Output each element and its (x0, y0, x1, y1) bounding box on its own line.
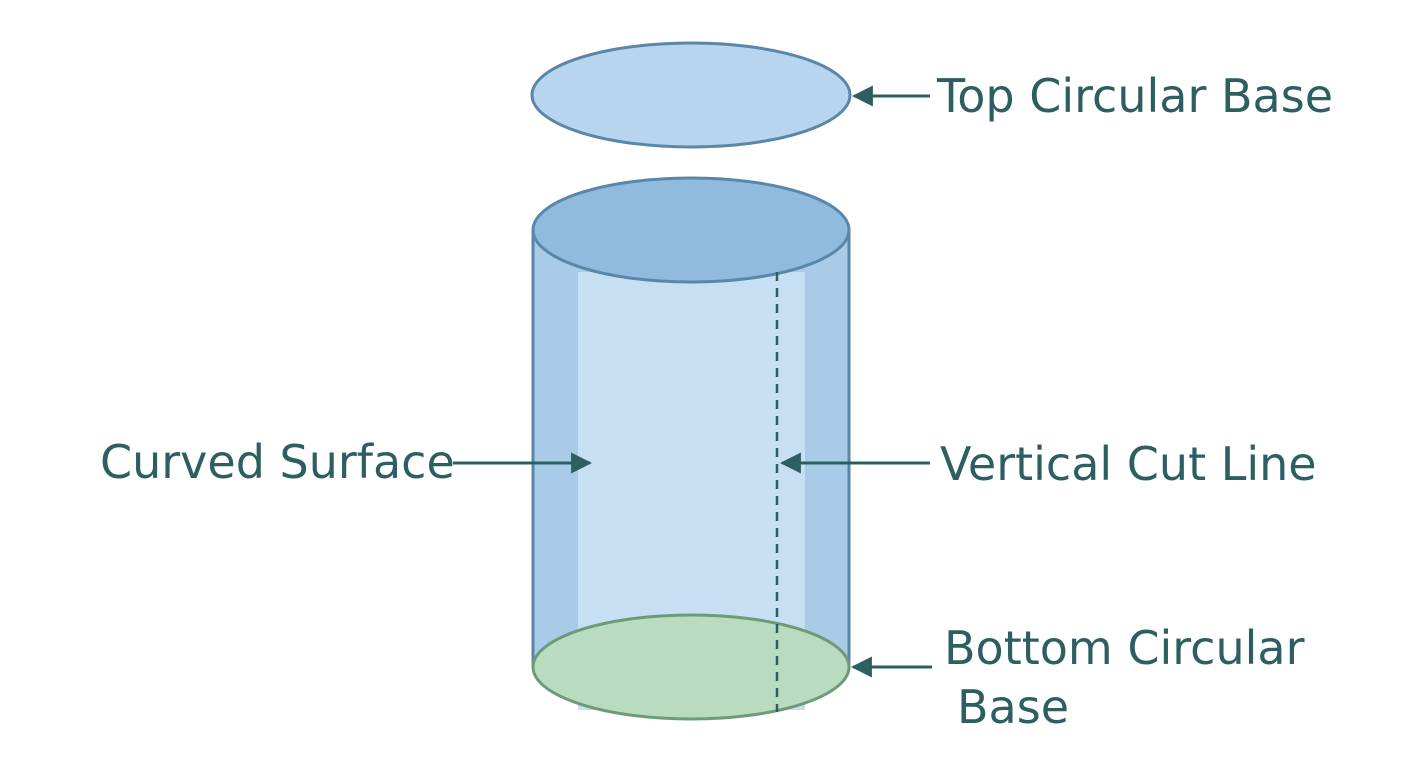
top-base-label: Top Circular Base (936, 69, 1333, 123)
detached-top-disk (530, 41, 852, 149)
cut-line-label: Vertical Cut Line (940, 437, 1317, 491)
bottom-base-label-line2: Base (957, 680, 1069, 734)
bottom-base-disk (531, 613, 851, 721)
cylinder-top-cap (531, 176, 851, 284)
curved-surface-label: Curved Surface (100, 435, 455, 489)
curved-surface-highlight (578, 272, 805, 710)
bottom-base-label-line1: Bottom Circular (944, 621, 1305, 675)
